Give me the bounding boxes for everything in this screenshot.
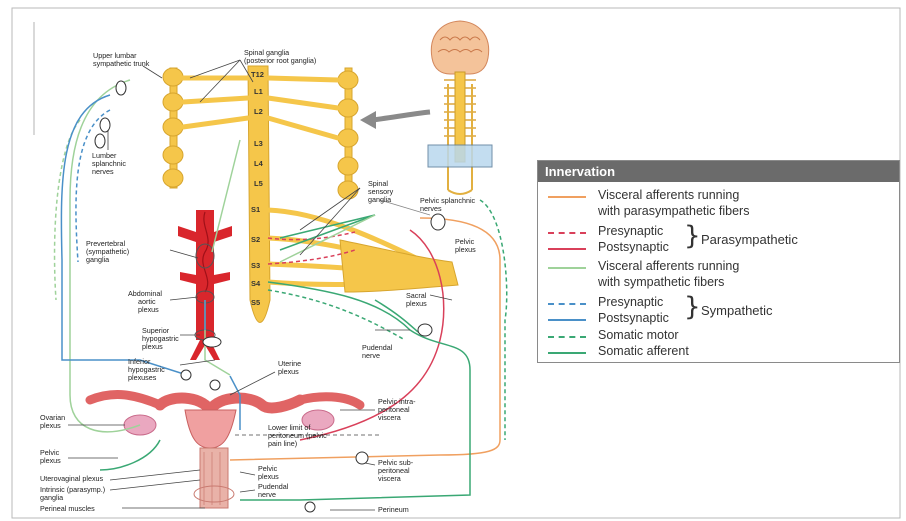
pelvic-intraperitoneal-label: viscera xyxy=(378,413,401,422)
spine-label: S5 xyxy=(251,298,260,307)
brace-icon: } xyxy=(684,294,701,320)
spine-label: L4 xyxy=(254,159,264,168)
legend-label: with parasympathetic fibers xyxy=(598,204,749,218)
legend-label: Somatic motor xyxy=(598,328,679,342)
legend-line-swatch xyxy=(548,352,586,354)
pudendal-nerve-label: nerve xyxy=(362,351,380,360)
legend-item-visceral-sympathetic: Visceral afferents running with sympathe… xyxy=(538,259,898,293)
legend-label: Visceral afferents running xyxy=(598,188,739,202)
legend-label: Somatic afferent xyxy=(598,344,689,358)
legend-line-swatch xyxy=(548,232,586,234)
spine-label: L2 xyxy=(254,107,263,116)
spinal-sensory-label: ganglia xyxy=(368,195,391,204)
right-ganglia-chain xyxy=(338,68,358,199)
uterovaginal-plexus-label: Uterovaginal plexus xyxy=(40,474,104,483)
perineum-label: Perineum xyxy=(378,505,409,514)
legend-group-parasympathetic: Parasympathetic xyxy=(701,232,798,247)
legend-line-swatch xyxy=(548,336,586,338)
legend-label: with sympathetic fibers xyxy=(598,275,724,289)
pelvic-plexus-center-label: plexus xyxy=(258,472,279,481)
pudendal-nerve-center-label: nerve xyxy=(258,490,276,499)
inferior-hypogastric-label: plexuses xyxy=(128,373,157,382)
pelvic-splanchnic-label: nerves xyxy=(420,204,442,213)
legend-line-swatch xyxy=(548,248,586,250)
superior-hypogastric-label: plexus xyxy=(142,342,163,351)
legend-label: Presynaptic xyxy=(598,224,663,238)
uterus-vagina xyxy=(90,395,360,508)
legend-group-sympathetic: Sympathetic xyxy=(701,303,773,318)
spine-label: S1 xyxy=(251,205,260,214)
pelvic-plexus-right-label: plexus xyxy=(455,245,476,254)
innervation-legend: Innervation Visceral afferents running w… xyxy=(537,160,900,363)
legend-line-swatch xyxy=(548,319,586,321)
legend-item-visceral-parasympathetic: Visceral afferents running with parasymp… xyxy=(538,188,898,222)
lumbar-splanchnic-label: nerves xyxy=(92,167,114,176)
spine-label: T12 xyxy=(251,70,264,79)
pointer-arrow-icon xyxy=(360,111,376,129)
legend-label: Visceral afferents running xyxy=(598,259,739,273)
brain-spinal-cord-inset xyxy=(360,21,492,194)
legend-line-swatch xyxy=(548,303,586,305)
prevertebral-label: ganglia xyxy=(86,255,109,264)
legend-label: Postsynaptic xyxy=(598,311,669,325)
legend-line-swatch xyxy=(548,196,586,198)
spine-label: L5 xyxy=(254,179,263,188)
perineal-muscles-label: Perineal muscles xyxy=(40,504,95,513)
intrinsic-ganglia-label: ganglia xyxy=(40,493,63,502)
spine-label: L1 xyxy=(254,87,263,96)
pelvic-plexus-left-label: plexus xyxy=(40,456,61,465)
spinal-ganglia-label: (posterior root ganglia) xyxy=(244,56,316,65)
pelvic-subperitoneal-label: viscera xyxy=(378,474,401,483)
legend-label: Presynaptic xyxy=(598,295,663,309)
legend-label: Postsynaptic xyxy=(598,240,669,254)
spine-label: S3 xyxy=(251,261,260,270)
spine-label: L3 xyxy=(254,139,263,148)
brace-icon: } xyxy=(684,223,701,249)
uterine-plexus-label: plexus xyxy=(278,367,299,376)
sympathetic-trunk xyxy=(163,68,183,188)
upper-lumbar-label: sympathetic trunk xyxy=(93,59,150,68)
legend-line-swatch xyxy=(548,267,586,269)
spine-label: S4 xyxy=(251,279,261,288)
spine-label: S2 xyxy=(251,235,260,244)
abdominal-aortic-label: plexus xyxy=(138,305,159,314)
legend-title: Innervation xyxy=(538,161,899,182)
sacral-plexus-label: plexus xyxy=(406,299,427,308)
legend-item-somatic-afferent: Somatic afferent xyxy=(538,344,898,362)
lower-limit-peritoneum-label: pain line) xyxy=(268,439,297,448)
ovarian-plexus-label: plexus xyxy=(40,421,61,430)
